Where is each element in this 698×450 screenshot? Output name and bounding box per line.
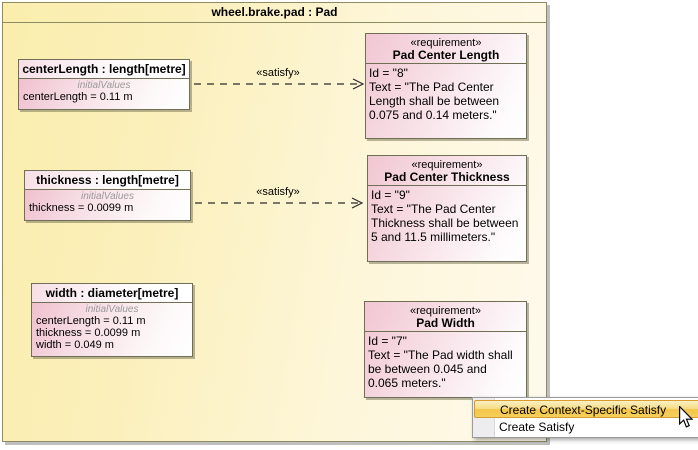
diagram-title-label: wheel.brake.pad : Pad [211, 5, 338, 19]
requirement-pad-center-thickness[interactable]: «requirement» Pad Center Thickness Id = … [367, 155, 527, 262]
value-line: width = 0.049 m [36, 339, 114, 351]
requirement-text-line: Id = "8" [369, 66, 408, 80]
requirement-name: Pad Center Thickness [384, 170, 510, 184]
requirement-body: Id = "9" Text = "The Pad Center Thicknes… [368, 186, 526, 246]
requirement-text-line: 0.065 meters." [368, 376, 446, 390]
requirement-pad-center-length[interactable]: «requirement» Pad Center Length Id = "8"… [365, 33, 527, 139]
initialvalues-label: initialValues [81, 191, 134, 202]
stereotype-label: «requirement» [410, 305, 481, 317]
block-thickness-header[interactable]: thickness : length[metre] [25, 171, 190, 190]
requirement-text-line: Text = "The Pad Center [371, 202, 496, 216]
block-centerlength-body: initialValues centerLength = 0.11 m [19, 79, 189, 103]
block-width-header[interactable]: width : diameter[metre] [32, 284, 192, 303]
mouse-cursor-icon [679, 406, 694, 428]
requirement-text-line: Id = "9" [371, 188, 410, 202]
requirement-pad-width[interactable]: «requirement» Pad Width Id = "7" Text = … [364, 301, 527, 398]
block-width[interactable]: width : diameter[metre] initialValues ce… [31, 283, 193, 357]
value-line: centerLength = 0.11 m [23, 91, 133, 103]
requirement-text-line: Text = "The Pad width shall [368, 348, 513, 362]
block-thickness-body: initialValues thickness = 0.0099 m [25, 190, 190, 214]
block-centerlength-header[interactable]: centerLength : length[metre] [19, 60, 189, 79]
block-centerlength[interactable]: centerLength : length[metre] initialValu… [18, 59, 190, 110]
stereotype-label: «requirement» [410, 37, 482, 49]
satisfy-label: «satisfy» [256, 67, 300, 79]
requirement-body: Id = "7" Text = "The Pad width shall be … [365, 332, 526, 392]
initialvalues-label: initialValues [85, 304, 139, 315]
menu-item-label: Create Satisfy [499, 420, 575, 434]
requirement-text-line: Id = "7" [368, 334, 407, 348]
requirement-header[interactable]: «requirement» Pad Center Thickness [368, 156, 526, 186]
initialvalues-label: initialValues [77, 80, 131, 91]
stereotype-label: «requirement» [411, 159, 483, 171]
requirement-body: Id = "8" Text = "The Pad Center Length s… [366, 64, 526, 124]
requirement-text-line: Thickness shall be between [371, 216, 519, 230]
requirement-text-line: be between 0.045 and [368, 362, 487, 376]
diagram-frame-title[interactable]: wheel.brake.pad : Pad [3, 3, 546, 23]
requirement-header[interactable]: «requirement» Pad Width [365, 302, 526, 332]
requirement-text-line: 0.075 and 0.14 meters." [369, 108, 497, 122]
requirement-text-line: 5 and 11.5 millimeters." [371, 230, 496, 244]
menu-item-create-satisfy[interactable]: Create Satisfy [473, 418, 698, 437]
block-width-body: initialValues centerLength = 0.11 m thic… [32, 303, 192, 351]
requirement-name: Pad Width [416, 316, 475, 330]
requirement-text-line: Length shall be between [369, 94, 500, 108]
requirement-header[interactable]: «requirement» Pad Center Length [366, 34, 526, 64]
menu-item-label: Create Context-Specific Satisfy [500, 403, 667, 417]
value-line: thickness = 0.0099 m [29, 202, 134, 214]
satisfy-label: «satisfy» [256, 186, 300, 198]
value-line: centerLength = 0.11 m [36, 315, 146, 327]
requirement-name: Pad Center Length [392, 48, 500, 62]
value-line: thickness = 0.0099 m [36, 327, 141, 339]
block-thickness[interactable]: thickness : length[metre] initialValues … [24, 170, 191, 221]
context-menu: Create Context-Specific Satisfy Create S… [472, 397, 698, 438]
menu-item-create-context-specific-satisfy[interactable]: Create Context-Specific Satisfy [474, 400, 698, 418]
requirement-text-line: Text = "The Pad Center [369, 80, 494, 94]
